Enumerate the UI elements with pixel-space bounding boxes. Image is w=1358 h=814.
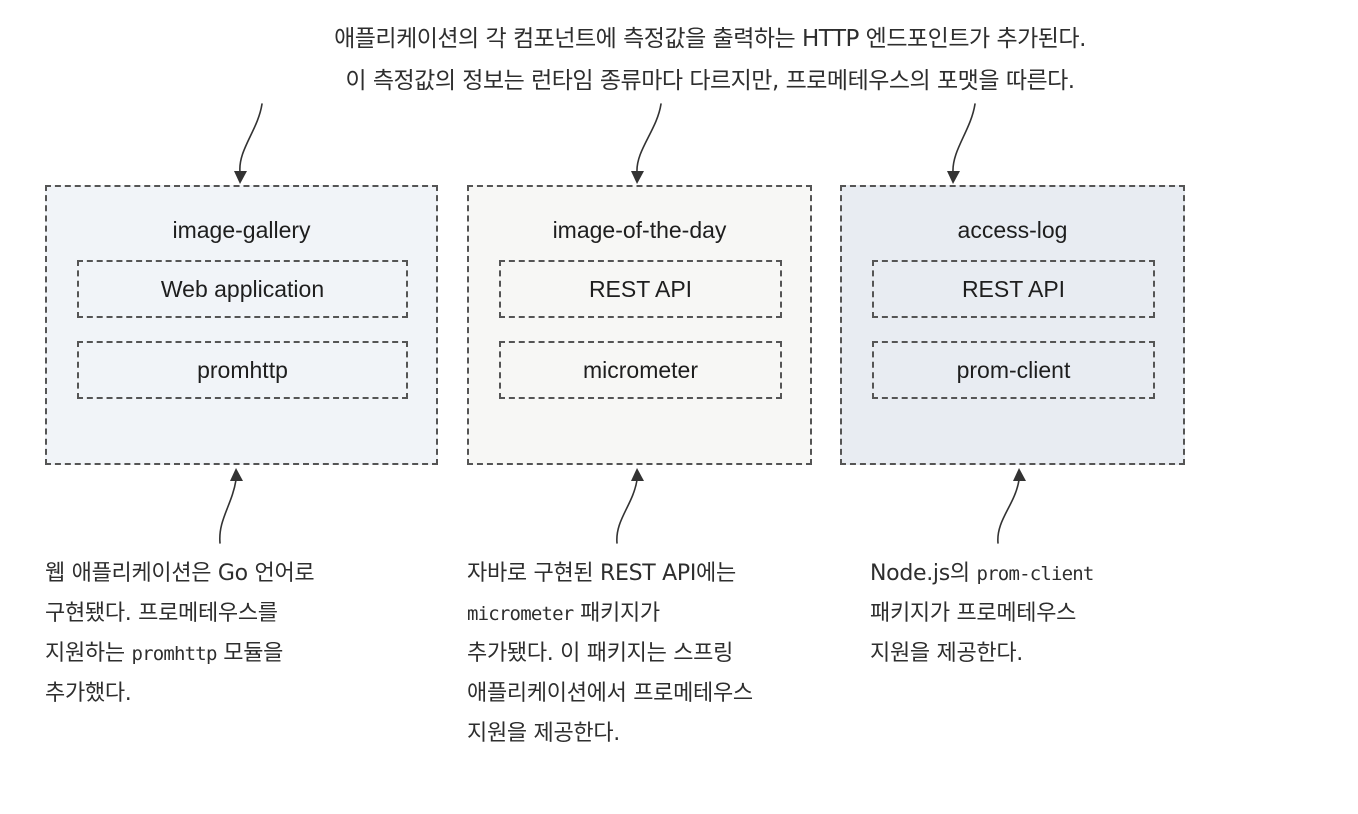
- note-access-log: Node.js의 prom-client 패키지가 프로메테우스 지원을 제공한…: [870, 554, 1094, 674]
- module-web-application: Web application: [77, 260, 408, 318]
- module-promhttp: promhttp: [77, 341, 408, 399]
- component-title: access-log: [957, 217, 1068, 243]
- note-line: 패키지가 프로메테우스: [870, 601, 1077, 626]
- note-line: 자바로 구현된 REST API에는: [467, 561, 736, 586]
- note-line: 웹 애플리케이션은 Go 언어로: [45, 561, 315, 586]
- note-text: 모듈을: [216, 641, 284, 666]
- note-code: prom-client: [976, 563, 1095, 585]
- note-text: 패키지가: [573, 601, 660, 626]
- arrow-bottom-access: [997, 479, 1020, 544]
- component-image-of-the-day: image-of-the-day REST API micrometer: [467, 185, 812, 465]
- arrow-bottom-gallery: [219, 479, 237, 544]
- arrowhead-down: [234, 171, 247, 184]
- note-text: 지원하는: [45, 641, 132, 666]
- arrowhead-up: [230, 468, 243, 481]
- note-text: Node.js의: [870, 561, 977, 586]
- arrowhead-down: [947, 171, 960, 184]
- top-caption: 애플리케이션의 각 컴포넌트에 측정값을 출력하는 HTTP 엔드포인트가 추가…: [200, 18, 1220, 102]
- module-rest-api: REST API: [872, 260, 1155, 318]
- note-line: 추가했다.: [45, 681, 132, 706]
- note-line: 구현됐다. 프로메테우스를: [45, 601, 278, 626]
- component-access-log: access-log REST API prom-client: [840, 185, 1185, 465]
- arrowhead-down: [631, 171, 644, 184]
- arrow-top-access: [952, 103, 976, 173]
- note-code: micrometer: [467, 603, 574, 625]
- note-image-of-the-day: 자바로 구현된 REST API에는 micrometer 패키지가 추가됐다.…: [467, 554, 753, 754]
- arrow-top-gallery: [239, 103, 263, 173]
- note-line: 지원을 제공한다.: [870, 641, 1023, 666]
- caption-line-1: 애플리케이션의 각 컴포넌트에 측정값을 출력하는 HTTP 엔드포인트가 추가…: [334, 26, 1086, 52]
- note-code: promhttp: [131, 643, 217, 665]
- caption-line-2: 이 측정값의 정보는 런타임 종류마다 다르지만, 프로메테우스의 포맷을 따른…: [345, 68, 1075, 94]
- component-image-gallery: image-gallery Web application promhttp: [45, 185, 438, 465]
- module-rest-api: REST API: [499, 260, 782, 318]
- component-title: image-of-the-day: [552, 217, 727, 243]
- note-line: micrometer 패키지가: [467, 594, 753, 634]
- module-prom-client: prom-client: [872, 341, 1155, 399]
- component-title: image-gallery: [172, 217, 311, 243]
- arrow-bottom-day: [616, 479, 638, 544]
- note-line: 추가됐다. 이 패키지는 스프링: [467, 641, 734, 666]
- note-line: 지원하는 promhttp 모듈을: [45, 634, 314, 674]
- module-micrometer: micrometer: [499, 341, 782, 399]
- note-line: 지원을 제공한다.: [467, 721, 620, 746]
- note-line: 애플리케이션에서 프로메테우스: [467, 681, 753, 706]
- arrowhead-up: [631, 468, 644, 481]
- arrow-top-day: [636, 103, 662, 173]
- note-line: Node.js의 prom-client: [870, 554, 1094, 594]
- note-image-gallery: 웹 애플리케이션은 Go 언어로 구현됐다. 프로메테우스를 지원하는 prom…: [45, 554, 315, 714]
- arrowhead-up: [1013, 468, 1026, 481]
